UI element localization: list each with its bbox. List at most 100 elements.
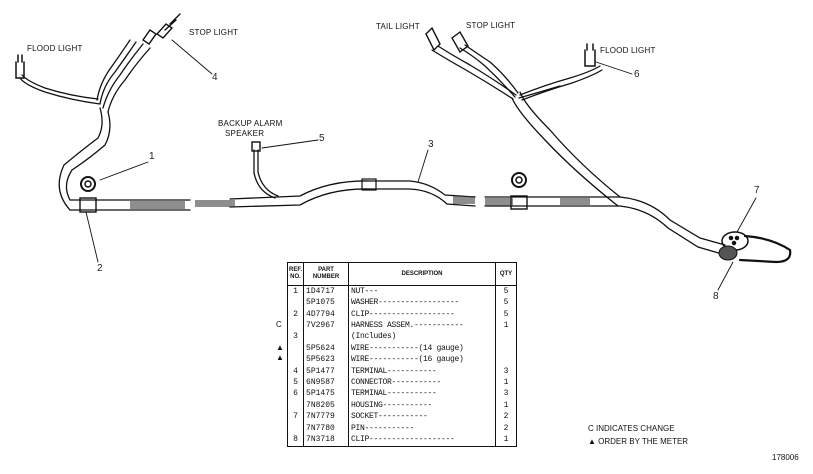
label-backup-alarm: BACKUP ALARM [218,119,283,128]
clip-left [79,197,97,213]
wire-right-branch [519,91,621,198]
label-stop-light-right: STOP LIGHT [466,21,516,30]
wire-left-flood-light [19,77,101,105]
cell-part: 5P5624 [303,343,350,355]
cell-part: 7N7780 [303,423,350,435]
trunk-hatch-2 [195,200,235,207]
cell-desc: SOCKET----------- [348,411,496,424]
trunk-hatch-3 [453,196,475,204]
cell-qty: 3 [503,389,509,399]
callout-1: 1 [149,151,155,162]
table-row: 3 (Includes) [288,331,517,344]
cell-ref: 1 [288,285,305,298]
cell-desc: HOUSING----------- [348,400,496,412]
cell-ref: 4 [288,366,305,378]
cell-ref [288,297,305,309]
meter-marker-1: ▲ [276,343,284,352]
cell-desc: CONNECTOR----------- [348,377,496,389]
cell-ref [288,343,305,355]
wire-stop-light-right [464,44,519,94]
cell-part [303,331,350,344]
cell-part: 1D4717 [303,285,350,298]
clip-right-ring [511,172,527,188]
cell-part: 7N7779 [303,411,350,424]
table-row: 5P5623 WIRE-----------(16 gauge) [288,354,517,366]
cell-desc: PIN----------- [348,423,496,435]
cell-desc: TERMINAL----------- [348,388,496,401]
cell-desc: WIRE-----------(14 gauge) [348,343,496,355]
cell-desc: NUT--- [348,285,496,298]
harness-left-loop [65,111,111,201]
cell-ref [288,400,305,412]
callout-6: 6 [634,69,640,80]
callout-4: 4 [212,72,218,83]
tail-light-connector [425,26,441,52]
wire-tail-light [437,45,517,96]
cell-qty: 2 [503,412,509,422]
cell-part: 6N9587 [303,377,350,389]
legend-meter: ▲ ORDER BY THE METER [588,437,689,446]
label-stop-light-left: STOP LIGHT [189,28,239,37]
cell-qty [496,332,517,343]
meter-marker-2: ▲ [276,353,284,362]
trunk-clip [361,178,377,191]
cell-part: 5P1477 [303,366,350,378]
cell-desc: HARNESS ASSEM.----------- [348,320,496,332]
label-speaker: SPEAKER [225,129,265,138]
callout-2: 2 [97,263,103,274]
flood-light-right-connector [584,43,596,67]
figure-number: 178006 [772,453,799,462]
label-flood-light-left: FLOOD LIGHT [27,44,83,53]
flood-light-left-connector [15,54,25,79]
cell-ref: 3 [288,331,305,344]
cell-qty: 5 [503,298,509,308]
trunk-hatch-4 [485,198,513,206]
callout-7: 7 [754,185,760,196]
cell-desc: TERMINAL----------- [348,366,496,378]
table-row: 7N8205 HOUSING-----------1 [288,400,516,412]
cell-ref: 5 [288,377,305,389]
wire-backup-alarm [257,149,279,197]
table-row: 5P5624 WIRE-----------(14 gauge) [288,343,517,355]
cell-part: 5P5623 [303,354,350,366]
cell-qty: 1 [503,320,509,330]
backup-alarm-connector [251,141,261,152]
cell-part: 4D7794 [303,308,350,321]
label-tail-light: TAIL LIGHT [376,22,420,31]
cell-ref [288,423,305,435]
trunk-hatch-1 [130,201,185,209]
cell-ref: 7 [288,411,305,424]
wire-left-stop-light [107,47,151,113]
end-clip [738,234,792,264]
cell-ref [288,320,305,332]
cell-desc: (Includes) [348,331,496,344]
callout-5: 5 [319,133,325,144]
cell-desc: CLIP------------------- [348,434,496,446]
cell-part: 7N3718 [303,434,350,446]
clip-left-ring [80,176,96,192]
harness-trunk-lower [69,188,723,255]
callout-8: 8 [713,291,719,302]
cell-part: 7V2967 [303,320,350,332]
cell-qty [496,355,517,366]
cell-qty: 1 [503,400,509,410]
cell-qty: 2 [503,423,509,433]
cell-qty: 5 [503,309,509,319]
clip-right [510,195,528,210]
label-flood-light-right: FLOOD LIGHT [600,46,656,55]
trunk-hatch-5 [560,198,590,205]
cell-qty: 1 [503,378,509,388]
cell-ref: 2 [288,308,305,321]
cell-qty [496,343,517,354]
cell-desc: CLIP------------------- [348,308,496,321]
callout-3: 3 [428,139,434,150]
